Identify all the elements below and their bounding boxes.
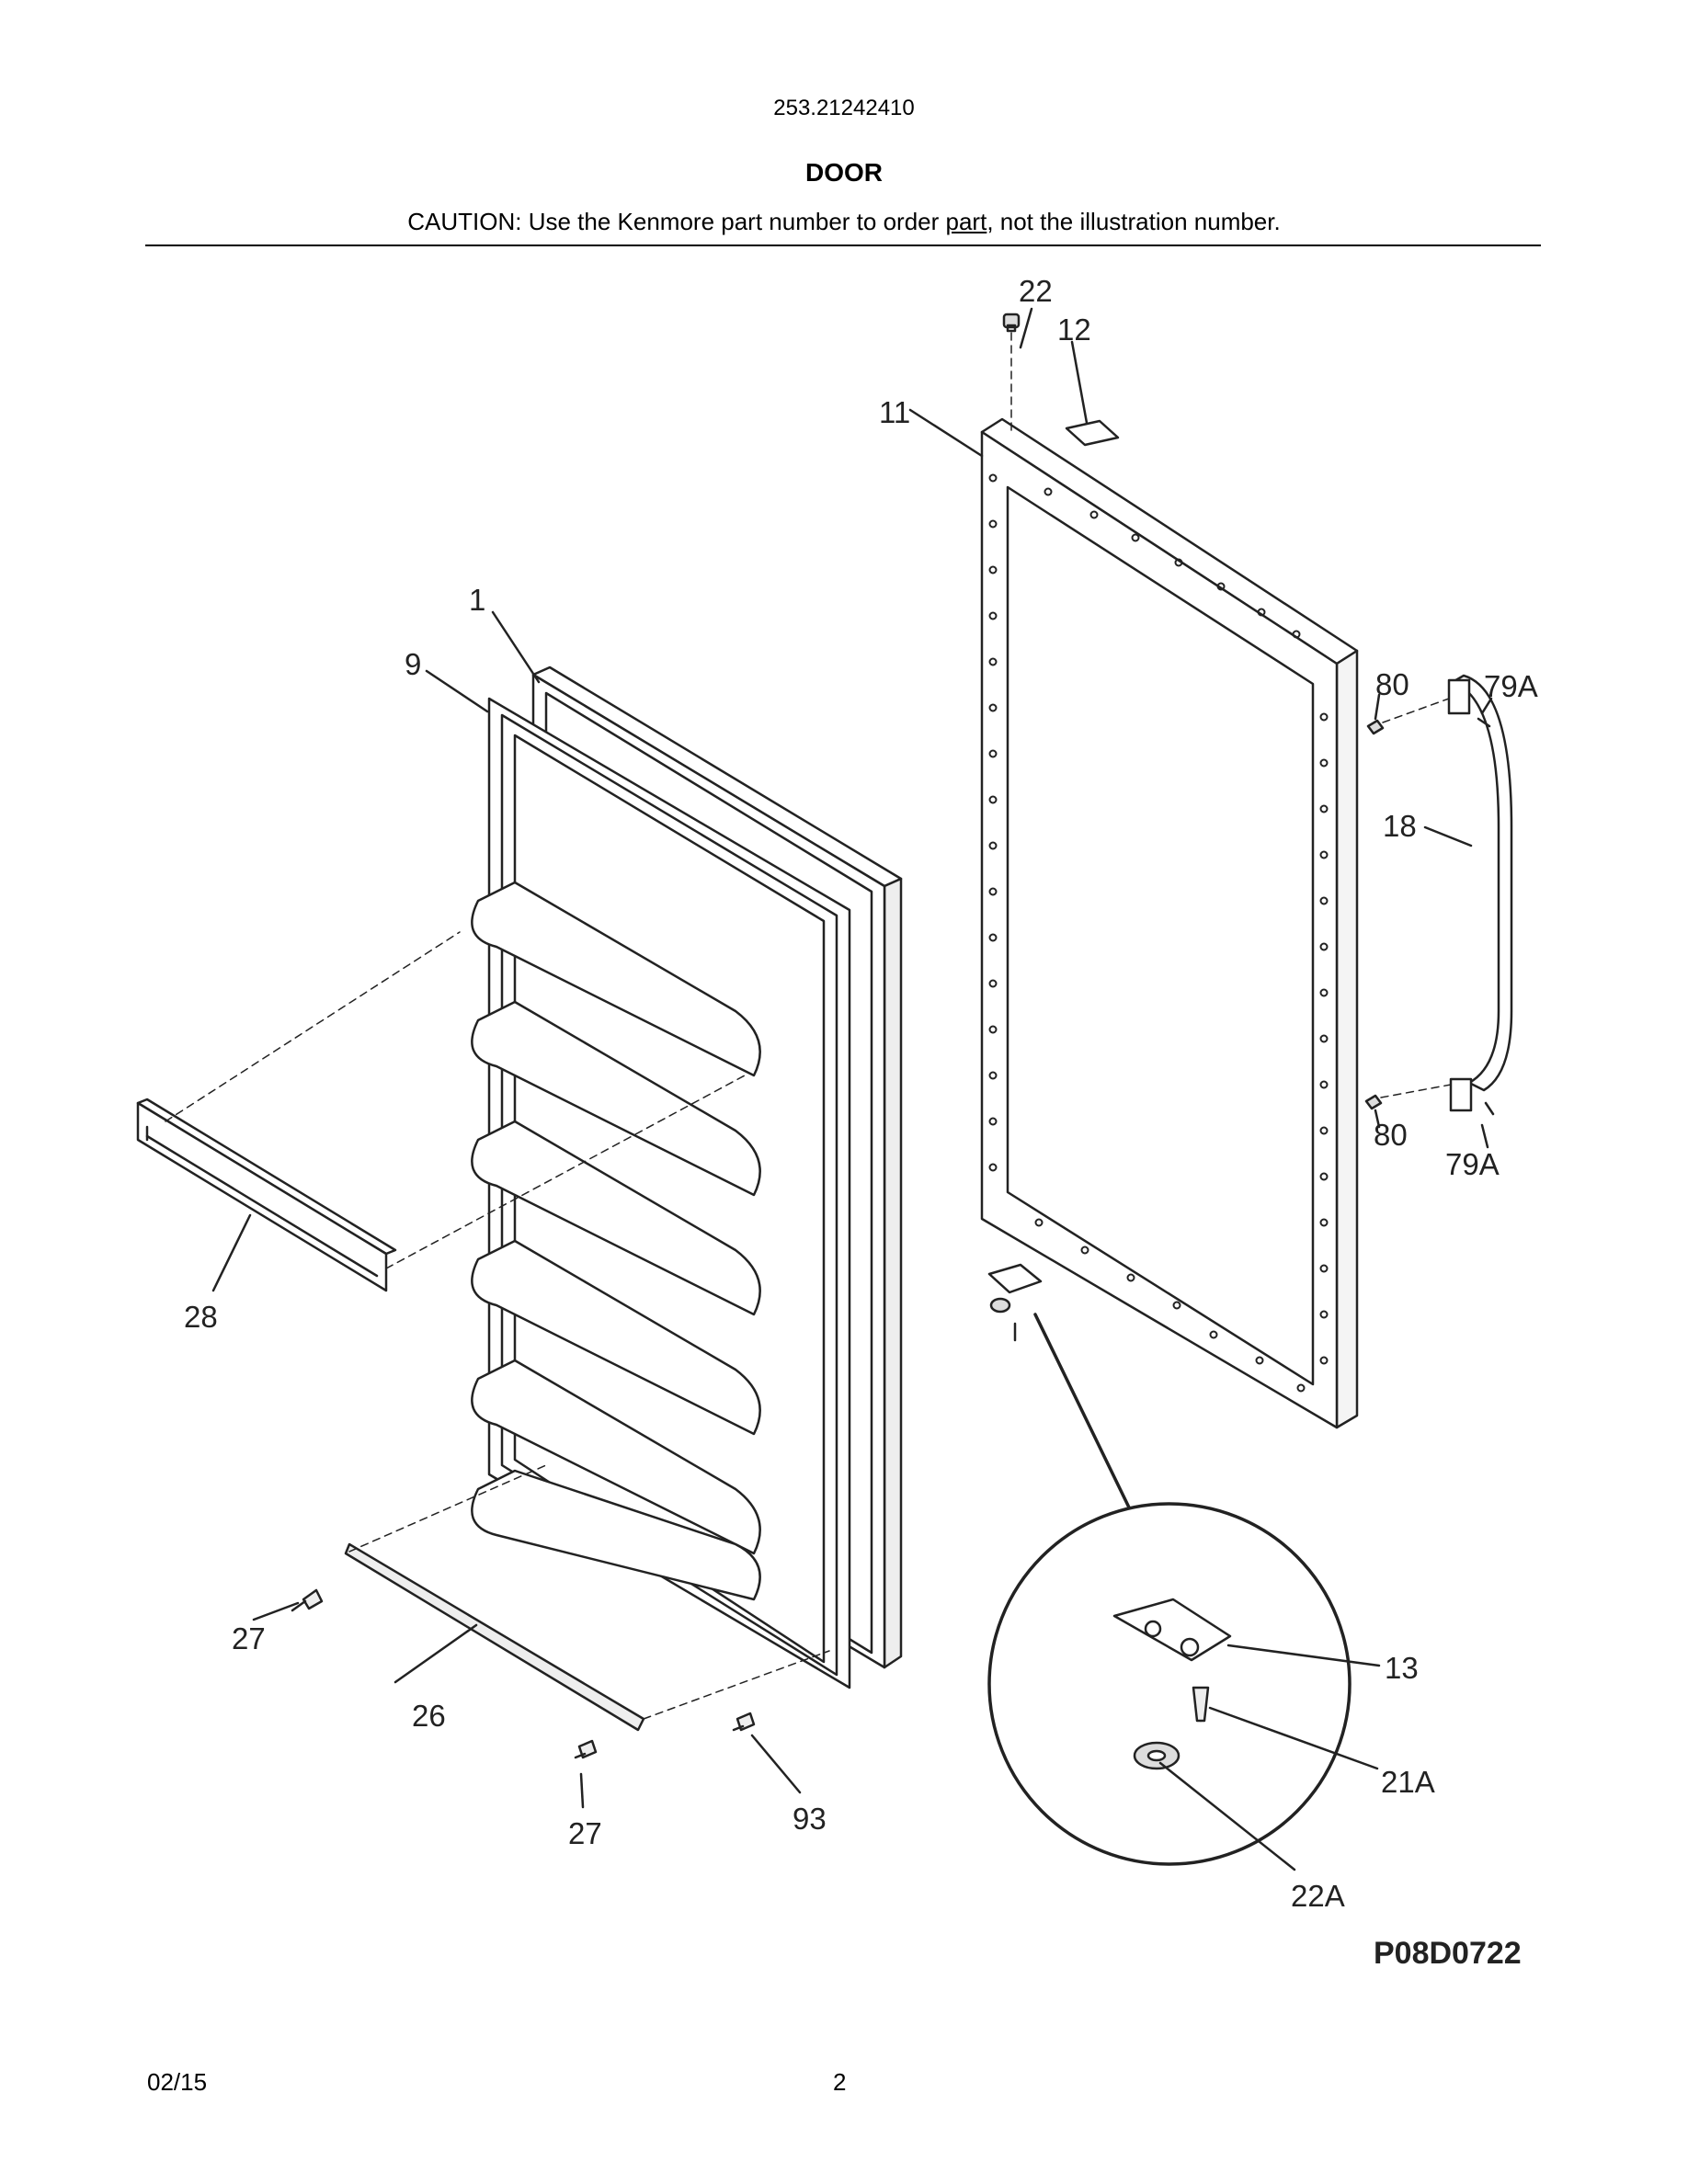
callout-27-bottom: 27 — [568, 1816, 602, 1850]
panel-screw-holes — [988, 473, 1329, 1393]
callout-79a-top: 79A — [1484, 669, 1538, 703]
handle-set-screws — [1477, 717, 1495, 1116]
callout-1: 1 — [469, 583, 485, 617]
callout-leaders — [211, 307, 1493, 1871]
outer-door-panel — [980, 417, 1359, 1429]
callout-12: 12 — [1057, 313, 1091, 347]
callout-22a: 22A — [1291, 1879, 1345, 1913]
callout-13: 13 — [1385, 1651, 1419, 1685]
callout-9: 9 — [405, 647, 421, 681]
top-plug — [1002, 313, 1021, 333]
shelf-retainer-bar — [136, 931, 746, 1292]
callout-27-top: 27 — [232, 1621, 266, 1655]
caution-suffix: , not the illustration number. — [987, 208, 1281, 235]
callout-26: 26 — [412, 1699, 446, 1733]
callout-80-bottom: 80 — [1374, 1118, 1408, 1152]
door-handle — [1447, 674, 1513, 1112]
footer-date: 02/15 — [147, 2068, 208, 2096]
trim-screws — [291, 1588, 756, 1759]
footer-page-number: 2 — [833, 2068, 847, 2096]
callout-18: 18 — [1383, 809, 1417, 843]
callout-79a-bottom: 79A — [1445, 1147, 1500, 1181]
bottom-trim — [344, 1464, 830, 1732]
callout-93: 93 — [793, 1802, 827, 1836]
callout-21a: 21A — [1381, 1765, 1435, 1799]
caution-underlined-word: part — [945, 208, 987, 235]
callout-11: 11 — [879, 395, 910, 429]
caution-note: CAUTION: Use the Kenmore part number to … — [0, 208, 1688, 236]
callout-28: 28 — [184, 1300, 218, 1334]
door-shelves — [471, 881, 761, 1601]
header-rule — [145, 245, 1541, 246]
callout-22: 22 — [1019, 274, 1053, 308]
model-number: 253.21242410 — [773, 96, 915, 120]
door-label — [1065, 419, 1120, 447]
hinge-detail-circle — [987, 1313, 1352, 1866]
hinge-assembly-small — [987, 1263, 1043, 1342]
handle-studs — [1364, 698, 1452, 1110]
diagram-code: P08D0722 — [1374, 1936, 1522, 1971]
caution-prefix: CAUTION: Use the Kenmore part number to … — [407, 208, 946, 235]
callout-80-top: 80 — [1375, 667, 1409, 701]
section-title: DOOR — [805, 158, 883, 187]
